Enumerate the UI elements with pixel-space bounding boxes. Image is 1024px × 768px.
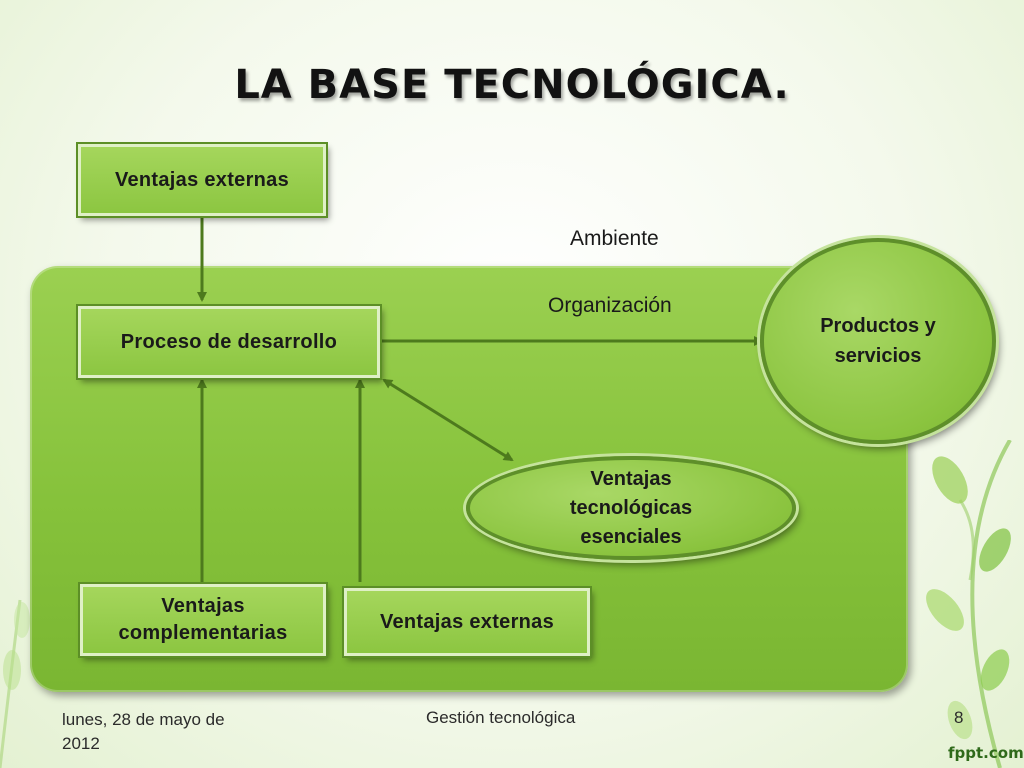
footer-subject: Gestión tecnológica bbox=[426, 708, 575, 728]
footer-date-line2: 2012 bbox=[62, 732, 225, 756]
productos-servicios-circle: Productos y servicios bbox=[760, 238, 996, 444]
arrow-proceso-tecnologicas bbox=[384, 380, 512, 460]
productos-line1: Productos y bbox=[820, 311, 936, 341]
ventajas-externas-top-label: Ventajas externas bbox=[115, 167, 289, 194]
footer-page-number: 8 bbox=[954, 708, 963, 728]
footer-date-line1: lunes, 28 de mayo de bbox=[62, 708, 225, 732]
fppt-logo: fppt.com bbox=[948, 744, 1024, 762]
proceso-desarrollo-label: Proceso de desarrollo bbox=[121, 329, 337, 356]
ventajas-externas-bottom-box: Ventajas externas bbox=[344, 588, 590, 656]
complementarias-line2: complementarias bbox=[118, 620, 287, 647]
complementarias-line1: Ventajas bbox=[161, 593, 245, 620]
ventajas-tecnologicas-ellipse: Ventajas tecnológicas esenciales bbox=[466, 456, 796, 560]
tecnologicas-line2: tecnológicas bbox=[570, 494, 692, 523]
ventajas-externas-bottom-label: Ventajas externas bbox=[380, 609, 554, 636]
ventajas-complementarias-box: Ventajas complementarias bbox=[80, 584, 326, 656]
productos-line2: servicios bbox=[835, 341, 922, 371]
proceso-desarrollo-box: Proceso de desarrollo bbox=[78, 306, 380, 378]
footer-date: lunes, 28 de mayo de 2012 bbox=[62, 708, 225, 756]
tecnologicas-line3: esenciales bbox=[580, 523, 681, 552]
ventajas-externas-top-box: Ventajas externas bbox=[78, 144, 326, 216]
tecnologicas-line1: Ventajas bbox=[590, 465, 671, 494]
